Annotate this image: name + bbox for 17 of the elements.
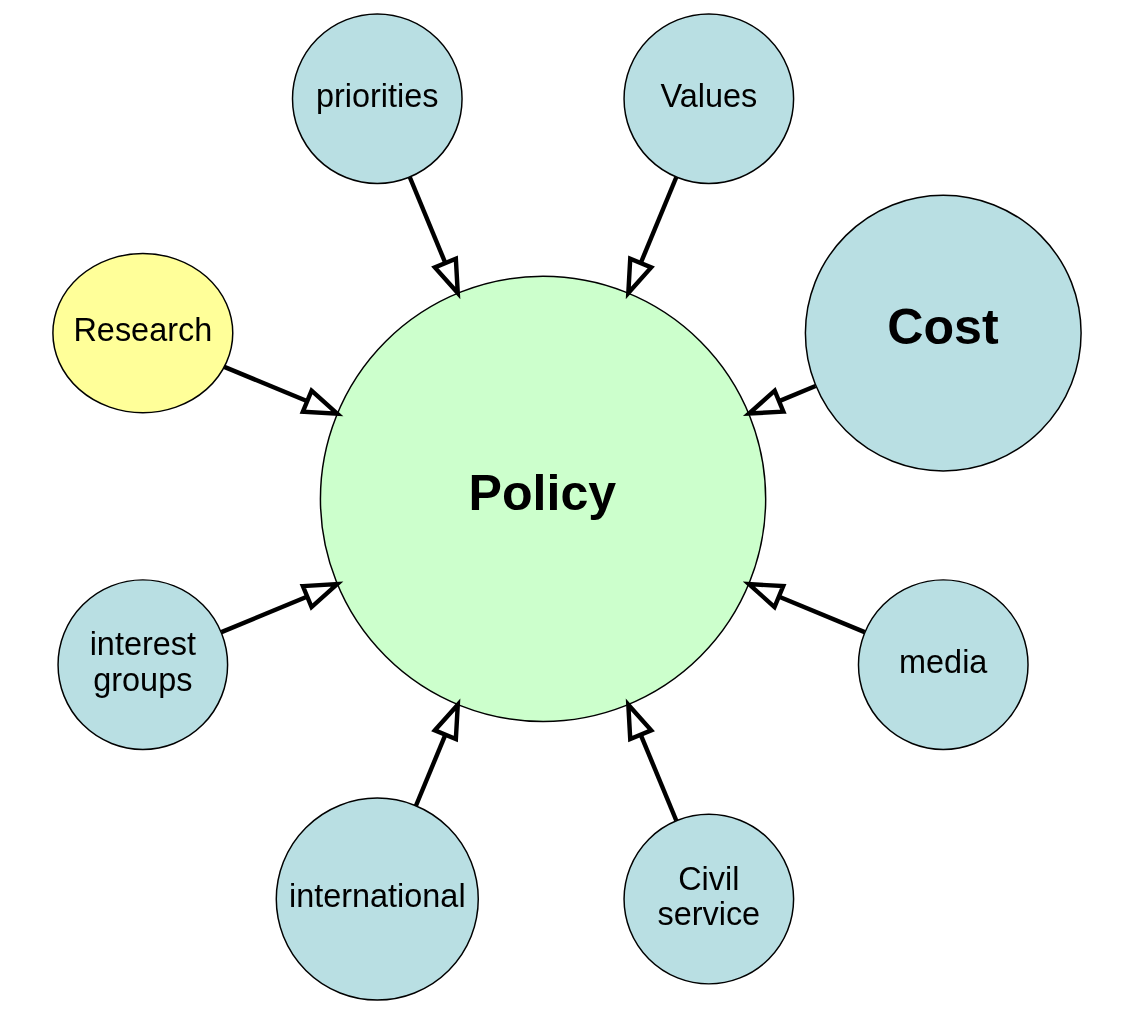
node-circle: Values bbox=[623, 13, 795, 185]
arrow bbox=[625, 176, 679, 300]
arrow bbox=[407, 176, 461, 300]
arrow bbox=[742, 383, 817, 417]
arrow bbox=[625, 698, 679, 822]
node-circle: media bbox=[857, 579, 1029, 751]
node-circle: Civil service bbox=[623, 813, 795, 985]
arrow bbox=[742, 581, 866, 635]
node-circle: priorities bbox=[291, 13, 463, 185]
node-circle: international bbox=[275, 797, 479, 1001]
arrow bbox=[413, 698, 461, 807]
node-ellipse: Research bbox=[52, 252, 234, 414]
node-circle: interest groups bbox=[57, 579, 229, 751]
arrow bbox=[220, 581, 344, 635]
node-circle: Cost bbox=[804, 194, 1082, 472]
node-circle: Policy bbox=[319, 275, 767, 723]
arrow bbox=[223, 364, 344, 417]
